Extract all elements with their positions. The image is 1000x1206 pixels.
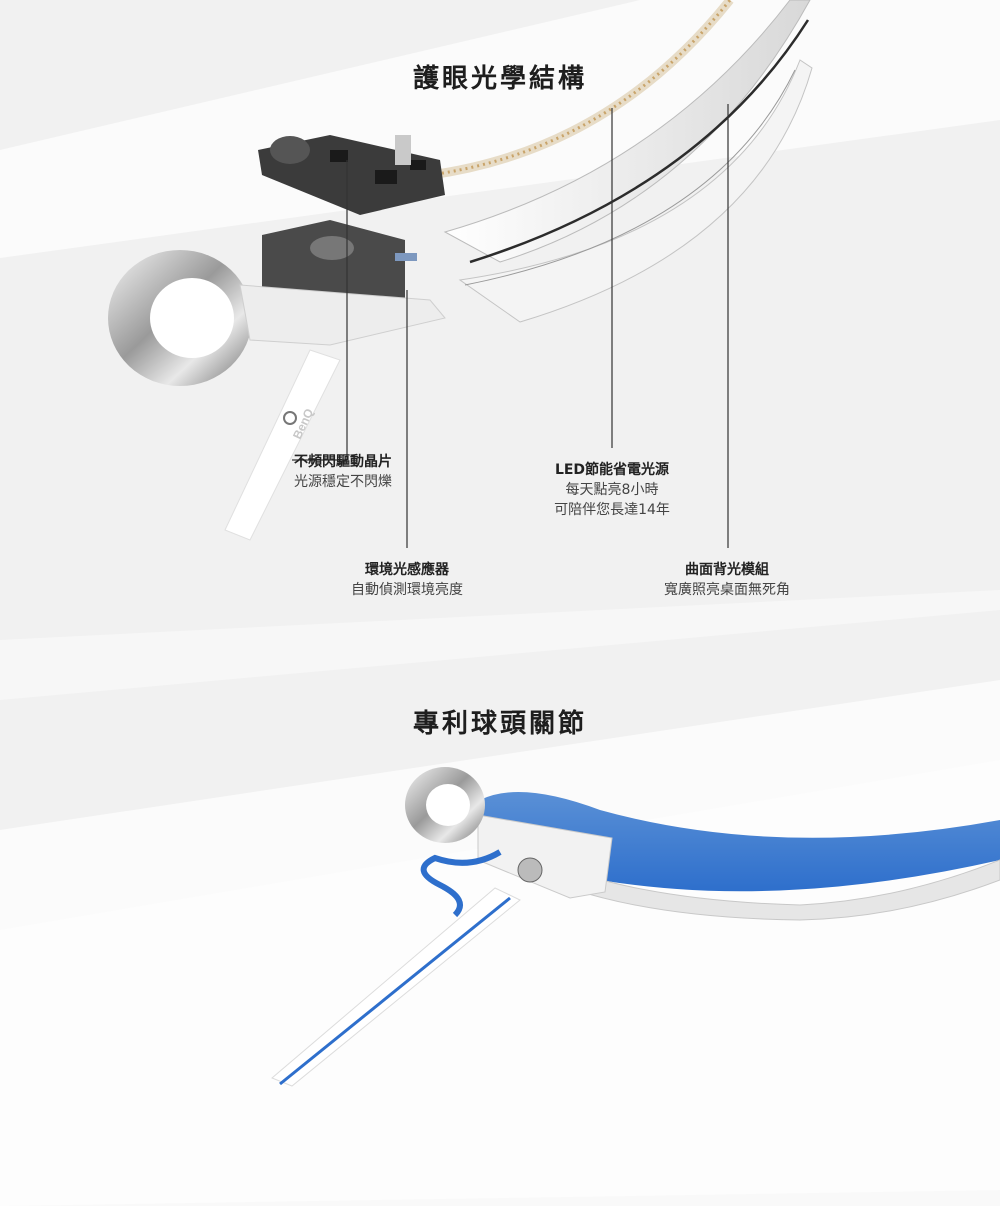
callout-desc: 寬廣照亮桌面無死角	[664, 582, 790, 598]
callout-ambient-sensor: 環境光感應器 自動偵測環境亮度	[332, 560, 482, 600]
chip	[410, 160, 426, 170]
head-housing	[239, 284, 446, 346]
callout-driver-chip: 不頻閃驅動晶片 光源穩定不閃爍	[294, 452, 392, 492]
sensor-lens	[310, 236, 354, 260]
light-guide-panel	[443, 0, 811, 263]
joint-ring-inner	[426, 784, 470, 826]
knob-shaft	[395, 135, 411, 165]
lamp-arm-lower	[271, 887, 521, 1087]
callout-desc: 可陪伴您長達14年	[554, 502, 670, 518]
back-panel-edge	[464, 69, 796, 286]
callout-curved-backlight: 曲面背光模組 寬廣照亮桌面無死角	[652, 560, 802, 600]
section-title-optics: 護眼光學結構	[412, 64, 587, 94]
lamp-head-blue-arc	[480, 792, 1000, 892]
sensor-chip	[395, 253, 417, 261]
callout-led-source: LED節能省電光源 每天點亮8小時 可陪伴您長達14年	[537, 460, 687, 520]
callout-desc: 光源穩定不閃爍	[294, 474, 392, 490]
background-band	[0, 590, 1000, 700]
lamp-arm-blue-edge	[279, 896, 511, 1086]
back-panel	[458, 59, 813, 323]
chip	[375, 170, 397, 184]
chip	[330, 150, 348, 162]
callout-desc: 每天點亮8小時	[565, 482, 659, 498]
diffuser-film	[469, 19, 810, 264]
speaker	[270, 136, 310, 164]
callout-title: 不頻閃驅動晶片	[294, 454, 392, 470]
lamp-head-panel	[519, 849, 1000, 921]
led-strip-dots	[429, 0, 732, 177]
section-title-ball-joint: 專利球頭關節	[412, 709, 587, 739]
knob-ring-inner	[150, 278, 234, 358]
arm-hole	[283, 411, 297, 425]
blue-cable	[420, 849, 502, 918]
joint-block	[477, 814, 613, 899]
callout-desc: 自動偵測環境亮度	[351, 582, 463, 598]
callout-title: 環境光感應器	[365, 562, 449, 578]
ball-joint	[517, 857, 543, 883]
callout-title: 曲面背光模組	[685, 562, 769, 578]
callout-title: LED節能省電光源	[554, 462, 670, 478]
lamp-arm-upper	[224, 349, 341, 541]
